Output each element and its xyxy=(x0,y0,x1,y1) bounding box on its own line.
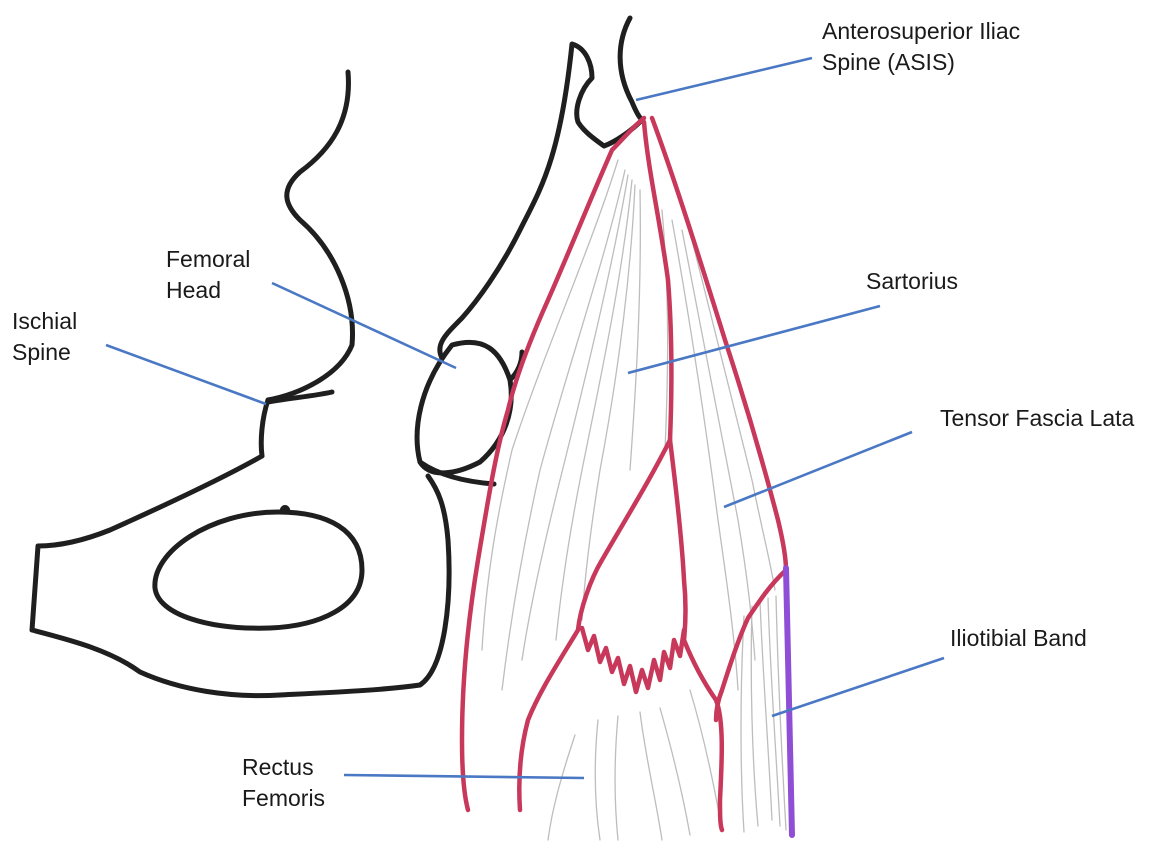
pelvis-bone xyxy=(32,18,642,696)
rectus-left-border xyxy=(519,440,670,810)
arrow-asis xyxy=(636,58,812,100)
label-sartorius-text: Sartorius xyxy=(866,266,958,297)
label-iliotibial-text: Iliotibial Band xyxy=(950,623,1087,654)
label-ischial-line1: Ischial xyxy=(12,306,77,337)
ilium-anterior-outline xyxy=(440,18,642,358)
label-femoral-line1: Femoral xyxy=(166,244,250,275)
label-tensor-text: Tensor Fascia Lata xyxy=(940,403,1134,434)
arrow-ischial-spine xyxy=(106,345,266,404)
label-rectus-femoris: Rectus Femoris xyxy=(242,752,325,814)
label-asis-line2: Spine (ASIS) xyxy=(822,47,1020,78)
arrow-sartorius xyxy=(628,306,880,373)
rectus-right-border xyxy=(670,440,722,830)
arrow-rectus xyxy=(344,775,584,778)
arrow-iliotibial xyxy=(772,658,944,716)
pointer-arrows xyxy=(106,58,944,778)
label-rectus-line2: Femoris xyxy=(242,783,325,814)
label-rectus-line1: Rectus xyxy=(242,752,325,783)
label-iliotibial-band: Iliotibial Band xyxy=(950,623,1087,654)
rectus-tendon-jagged xyxy=(582,628,684,692)
arrow-tensor xyxy=(724,432,912,507)
label-femoral-line2: Head xyxy=(166,275,250,306)
ischial-spine-outline xyxy=(261,392,332,456)
pubis-ischium-outline xyxy=(32,456,449,696)
label-ischial-spine: Ischial Spine xyxy=(12,306,77,368)
label-femoral-head: Femoral Head xyxy=(166,244,250,306)
ilium-posterior-outline xyxy=(268,72,352,400)
label-asis-line1: Anterosuperior Iliac xyxy=(822,16,1020,47)
obturator-foramen xyxy=(155,508,362,629)
iliotibial-band-line xyxy=(786,568,792,835)
muscle-outlines xyxy=(462,118,786,830)
sartorius-medial-border xyxy=(462,118,644,810)
label-sartorius: Sartorius xyxy=(866,266,958,297)
arrow-femoral-head xyxy=(272,283,456,368)
label-asis: Anterosuperior Iliac Spine (ASIS) xyxy=(822,16,1020,78)
label-ischial-line2: Spine xyxy=(12,337,77,368)
label-tensor-fascia-lata: Tensor Fascia Lata xyxy=(940,403,1134,434)
